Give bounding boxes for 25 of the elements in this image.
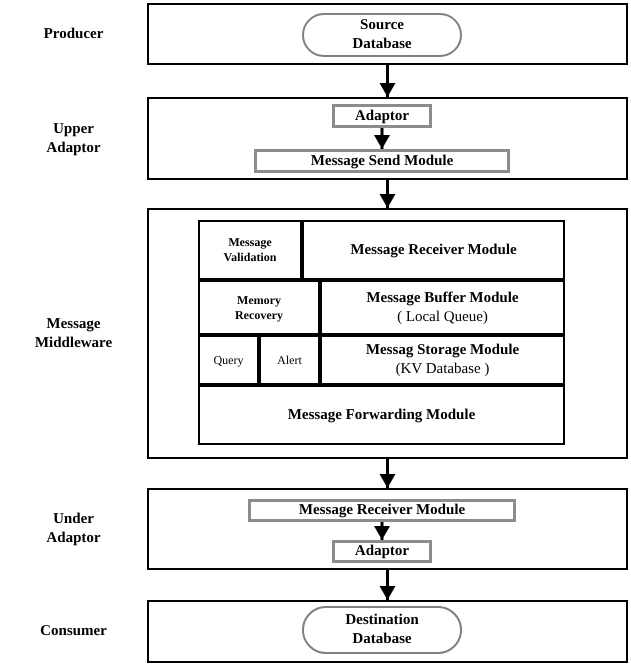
database-terminal: Source Database [302,13,462,57]
module-cell: Message Buffer Module ( Local Queue) [320,280,565,335]
module-box: Adaptor [332,104,432,128]
module-cell: Message Validation [198,220,302,280]
module-cell: Query [198,335,259,385]
module-cell: Message Forwarding Module [198,385,565,445]
layer-label: Under Adaptor [45,510,102,548]
module-box: Adaptor [332,540,432,563]
module-box: Message Send Module [254,149,510,173]
arrow [374,128,390,149]
arrow [380,459,396,488]
module-cell: Messag Storage Module (KV Database ) [320,335,565,385]
arrow [380,570,396,600]
arrow [380,65,396,97]
module-box: Message Receiver Module [248,499,516,522]
module-cell: Message Receiver Module [302,220,565,280]
layer-label: Message Middleware [34,314,114,352]
layer-label: Consumer [40,622,107,641]
arrow [374,522,390,540]
layer-label: Upper Adaptor [45,120,102,158]
database-terminal: Destination Database [302,606,462,654]
module-cell: Alert [259,335,320,385]
arrow [380,180,396,208]
layer-label: Producer [44,24,104,44]
module-cell: Memory Recovery [198,280,320,335]
